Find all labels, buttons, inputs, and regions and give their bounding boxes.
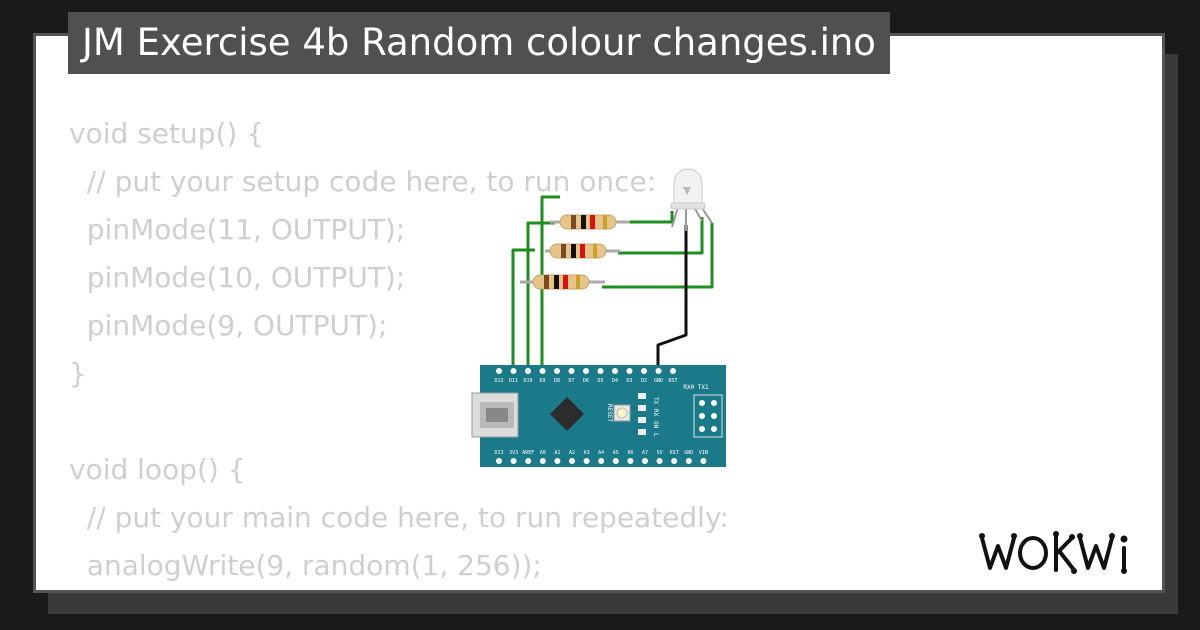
wire-d11	[511, 248, 535, 370]
wire-r1-led	[625, 211, 674, 224]
pin-label: AREF	[522, 450, 534, 456]
pin-label: 5V	[657, 450, 663, 456]
pin-label: GND	[654, 378, 663, 384]
code-line: // put your setup code here, to run once…	[69, 165, 657, 198]
header-pin[interactable]	[656, 458, 663, 464]
header-pin[interactable]	[496, 458, 502, 464]
pin-label: D7	[568, 378, 574, 384]
header-pin[interactable]	[655, 368, 662, 374]
pin-label: D13	[494, 450, 503, 456]
pin-label: D11	[509, 378, 518, 384]
header-pin[interactable]	[539, 368, 546, 374]
code-line: pinMode(9, OUTPUT);	[69, 309, 388, 342]
reset-label: RESET	[606, 404, 613, 422]
wire-r2-led	[618, 217, 704, 255]
pin-label: RST	[670, 450, 679, 456]
rx-tx-label: RX0 TX1	[683, 384, 709, 391]
pin-label: A2	[569, 450, 575, 456]
pin-label: D5	[597, 378, 603, 384]
status-led-labels: TX RX ON L	[652, 397, 659, 437]
header-pin[interactable]	[510, 368, 517, 374]
pin-label: A0	[540, 450, 546, 456]
pin-label: VIN	[699, 450, 708, 456]
header-pin[interactable]	[525, 368, 531, 374]
header-pin[interactable]	[626, 368, 633, 374]
pin-label: D9	[539, 378, 545, 384]
code-line: // put your main code here, to run repea…	[69, 501, 729, 534]
header-pin[interactable]	[641, 368, 647, 374]
header-pin[interactable]	[685, 458, 692, 464]
preview-card: void setup() { // put your setup code he…	[33, 33, 1165, 593]
pin-label: D4	[612, 378, 618, 384]
code-line: void setup() {	[69, 117, 265, 150]
status-led-label: TX	[652, 397, 659, 405]
header-pin[interactable]	[554, 458, 561, 464]
resistor-3	[520, 274, 605, 290]
pin-label: RST	[668, 378, 677, 384]
pin-label: D8	[554, 378, 560, 384]
pin-label: D6	[583, 378, 589, 384]
header-pin[interactable]	[700, 458, 707, 464]
pin-label: D3	[626, 378, 632, 384]
code-line: pinMode(10, OUTPUT);	[69, 261, 406, 294]
pin-label: D2	[641, 378, 647, 384]
status-led-label: L	[652, 433, 659, 437]
header-pin[interactable]	[612, 368, 618, 374]
pin-label: A7	[642, 450, 648, 456]
pin-label: A6	[627, 450, 633, 456]
pin-label: A5	[613, 450, 619, 456]
code-line: analogWrite(10, random(1, 256));	[69, 590, 729, 593]
project-title: JM Exercise 4b Random colour changes.ino	[68, 12, 890, 74]
code-listing: void setup() { // put your setup code he…	[69, 110, 729, 593]
wire-r3-led	[602, 223, 714, 289]
header-pin[interactable]	[598, 458, 605, 464]
code-line: analogWrite(9, random(1, 256));	[69, 549, 542, 582]
header-pin[interactable]	[627, 458, 634, 464]
header-pin[interactable]	[642, 458, 648, 464]
status-led-label: ON	[652, 421, 659, 429]
pin-label: D12	[494, 378, 503, 384]
wire-d10	[526, 221, 555, 370]
bottom-header-pins: D13 3V3 AREF A0 A1 A2 A3 A4 A5 A6 A7 5V RST GND VIN	[494, 450, 708, 464]
reset-button[interactable]	[613, 404, 631, 422]
pin-label: A3	[584, 450, 590, 456]
header-pin[interactable]	[612, 458, 619, 464]
header-pin[interactable]	[568, 368, 575, 374]
code-line: }	[69, 357, 87, 390]
status-leds	[638, 393, 646, 435]
code-line: pinMode(11, OUTPUT);	[69, 213, 406, 246]
pin-label: A1	[554, 450, 560, 456]
resistor-1	[550, 214, 630, 230]
top-header-pins: D12 D11 D10 D9 D8 D7 D6 D5 D4 D3 D2 GND RST	[494, 368, 678, 384]
header-pin[interactable]	[569, 458, 575, 464]
header-pin[interactable]	[597, 368, 604, 374]
pin-label: 3V3	[509, 450, 518, 456]
wires	[511, 195, 714, 370]
usb-connector	[471, 392, 519, 438]
icsp-header	[693, 394, 723, 438]
header-pin[interactable]	[670, 368, 676, 374]
pin-label: D10	[523, 378, 532, 384]
rgb-led	[670, 168, 713, 231]
resistor-2	[545, 243, 620, 259]
header-pin[interactable]	[496, 368, 502, 374]
pin-label: A4	[598, 450, 604, 456]
header-pin[interactable]	[671, 458, 678, 464]
pin-label: GND	[684, 450, 693, 456]
header-pin[interactable]	[539, 458, 546, 464]
header-pin[interactable]	[525, 458, 532, 464]
wire-d9	[540, 195, 560, 370]
wire-gnd	[656, 225, 688, 370]
status-led-label: RX	[652, 409, 659, 417]
header-pin[interactable]	[583, 368, 589, 374]
header-pin[interactable]	[554, 368, 560, 374]
header-pin[interactable]	[583, 458, 590, 464]
header-pin[interactable]	[510, 458, 517, 464]
wokwi-logo	[979, 531, 1128, 574]
code-line: void loop() {	[69, 453, 246, 486]
